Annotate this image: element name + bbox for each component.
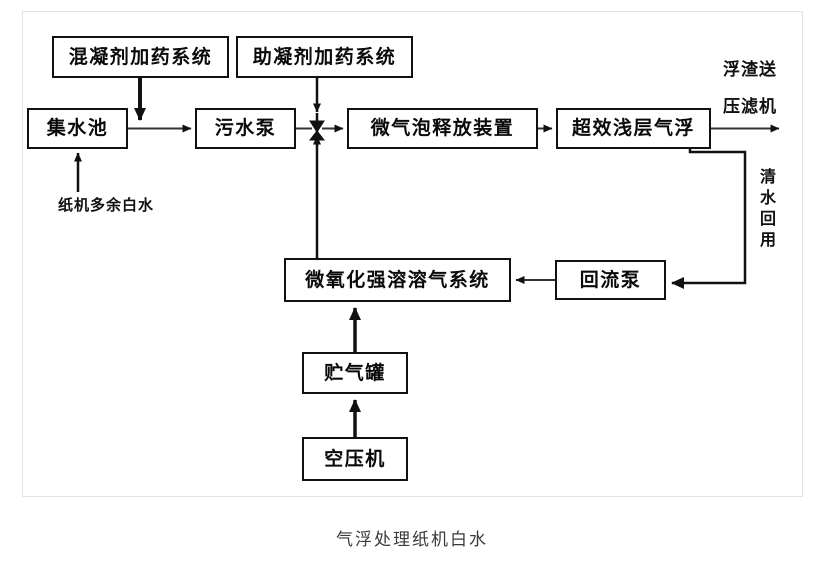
node-label: 贮气罐 bbox=[324, 362, 386, 384]
node-label: 助凝剂加药系统 bbox=[252, 46, 397, 68]
node-sewage-pump[interactable]: 污水泵 bbox=[195, 108, 296, 149]
annotation-excess-white-water: 纸机多余白水 bbox=[58, 197, 155, 214]
node-label: 微气泡释放装置 bbox=[370, 118, 515, 139]
node-label: 微氧化强溶溶气系统 bbox=[305, 269, 490, 291]
diagram-caption: 气浮处理纸机白水 bbox=[336, 530, 488, 549]
node-coagulant-dosing[interactable]: 混凝剂加药系统 bbox=[52, 36, 229, 78]
node-dissolved-air-system[interactable]: 微氧化强溶溶气系统 bbox=[284, 258, 511, 302]
node-microbubble-device[interactable]: 微气泡释放装置 bbox=[347, 108, 538, 149]
node-label: 空压机 bbox=[324, 448, 386, 470]
diagram-frame bbox=[22, 11, 803, 497]
flow-flotation-to-reflux bbox=[671, 149, 747, 289]
annotation-scum-to-filter-press: 浮渣送 压滤机 bbox=[723, 60, 777, 116]
node-reflux-pump[interactable]: 回流泵 bbox=[555, 260, 666, 300]
annotation-line: 浮渣送 bbox=[723, 60, 777, 79]
node-label: 污水泵 bbox=[214, 118, 277, 139]
node-label: 集水池 bbox=[46, 118, 109, 139]
node-flocculant-dosing[interactable]: 助凝剂加药系统 bbox=[236, 36, 413, 78]
annotation-clean-water-reuse: 清水回用 bbox=[757, 168, 774, 252]
node-collection-tank[interactable]: 集水池 bbox=[27, 108, 128, 149]
node-label: 回流泵 bbox=[579, 269, 642, 291]
node-air-compressor[interactable]: 空压机 bbox=[302, 437, 408, 481]
node-gas-tank[interactable]: 贮气罐 bbox=[302, 352, 408, 394]
node-label: 混凝剂加药系统 bbox=[68, 46, 213, 68]
annotation-line: 压滤机 bbox=[723, 96, 777, 116]
node-label: 超效浅层气浮 bbox=[571, 118, 695, 139]
node-shallow-flotation[interactable]: 超效浅层气浮 bbox=[556, 108, 711, 149]
inlet-valve-icon bbox=[308, 113, 326, 146]
